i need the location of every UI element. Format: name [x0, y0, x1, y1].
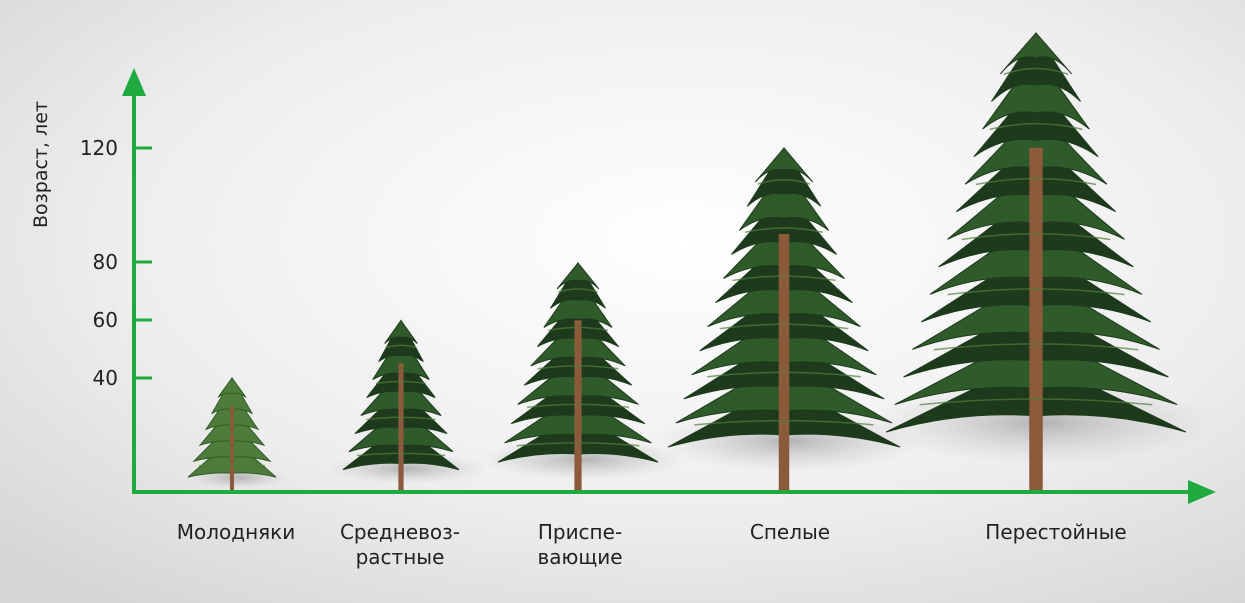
tree-branch-highlight: [975, 177, 1097, 186]
tree-trunk: [574, 320, 582, 492]
tree-branch-highlight: [356, 452, 446, 457]
tree-crown-tier: [378, 319, 424, 362]
tree-mature: [656, 147, 924, 492]
tree-crown-tier: [550, 262, 606, 309]
tree-trunk: [230, 406, 234, 492]
trees-layer: [187, 32, 1212, 492]
category-label-maturing: Приспе- вающие: [537, 520, 623, 569]
tree-branch-highlight: [527, 403, 629, 409]
tree-branch-highlight: [694, 419, 874, 426]
y-tick-label-40: 40: [92, 366, 118, 390]
tree-branch-highlight: [933, 343, 1139, 351]
tree-crown-tier: [973, 81, 1099, 158]
tree-branch-highlight: [719, 323, 849, 330]
axes-layer: [122, 68, 1216, 504]
tree-branch-highlight: [961, 233, 1111, 241]
tree-branch-highlight: [919, 398, 1153, 406]
y-tick-label-60: 60: [92, 308, 118, 332]
y-axis-title: Возраст, лет: [30, 101, 52, 228]
tree-trunk: [778, 234, 790, 492]
category-label-young: Молодняки: [176, 520, 296, 544]
tree-branch-highlight: [989, 122, 1083, 131]
tree-branch-highlight: [732, 275, 836, 282]
tree-crown-tier: [543, 277, 613, 328]
tree-overmature: [872, 32, 1212, 492]
x-axis-arrow: [1188, 480, 1216, 504]
tree-branch-highlight: [558, 288, 598, 293]
y-tick-label-80: 80: [92, 250, 118, 274]
tree-branch-highlight: [744, 227, 824, 234]
tree-crown-tier: [999, 32, 1073, 75]
tree-crown-tier: [991, 32, 1081, 102]
tree-branch-highlight: [385, 344, 417, 349]
tree-branch-highlight: [706, 371, 862, 378]
tree-branch-highlight: [208, 431, 256, 435]
tree-branch-highlight: [516, 442, 640, 447]
tree-branch-highlight: [218, 399, 246, 403]
tree-branch-highlight: [757, 179, 811, 185]
tree-branch-highlight: [537, 365, 619, 370]
category-label-mature: Спелые: [749, 520, 831, 544]
tree-crown-tier: [738, 166, 830, 231]
tree-crown-tier: [217, 377, 247, 398]
category-label-overmature: Перестойные: [985, 520, 1127, 544]
tree-maturing: [482, 262, 686, 492]
tree-crown-tier: [556, 262, 600, 290]
y-axis-arrow: [122, 68, 146, 96]
tree-young: [187, 376, 287, 492]
tree-crown-tier: [384, 319, 418, 344]
tree-trunk: [398, 363, 404, 492]
tree-crown-tier: [754, 147, 814, 183]
tree-branch-highlight: [547, 326, 609, 332]
tree-middle-aged: [327, 319, 487, 492]
category-label-middle-aged: Средневоз- растные: [339, 520, 461, 569]
tree-branch-highlight: [199, 463, 265, 467]
tree-trunk: [1029, 147, 1043, 492]
tree-crown-tier: [982, 54, 1090, 130]
y-tick-label-120: 120: [79, 136, 118, 160]
tree-branch-highlight: [366, 416, 436, 421]
tree-branch-highlight: [375, 380, 427, 385]
tree-branch-highlight: [947, 288, 1125, 296]
tree-crown-tier: [746, 147, 822, 207]
tree-branch-highlight: [1003, 67, 1069, 76]
